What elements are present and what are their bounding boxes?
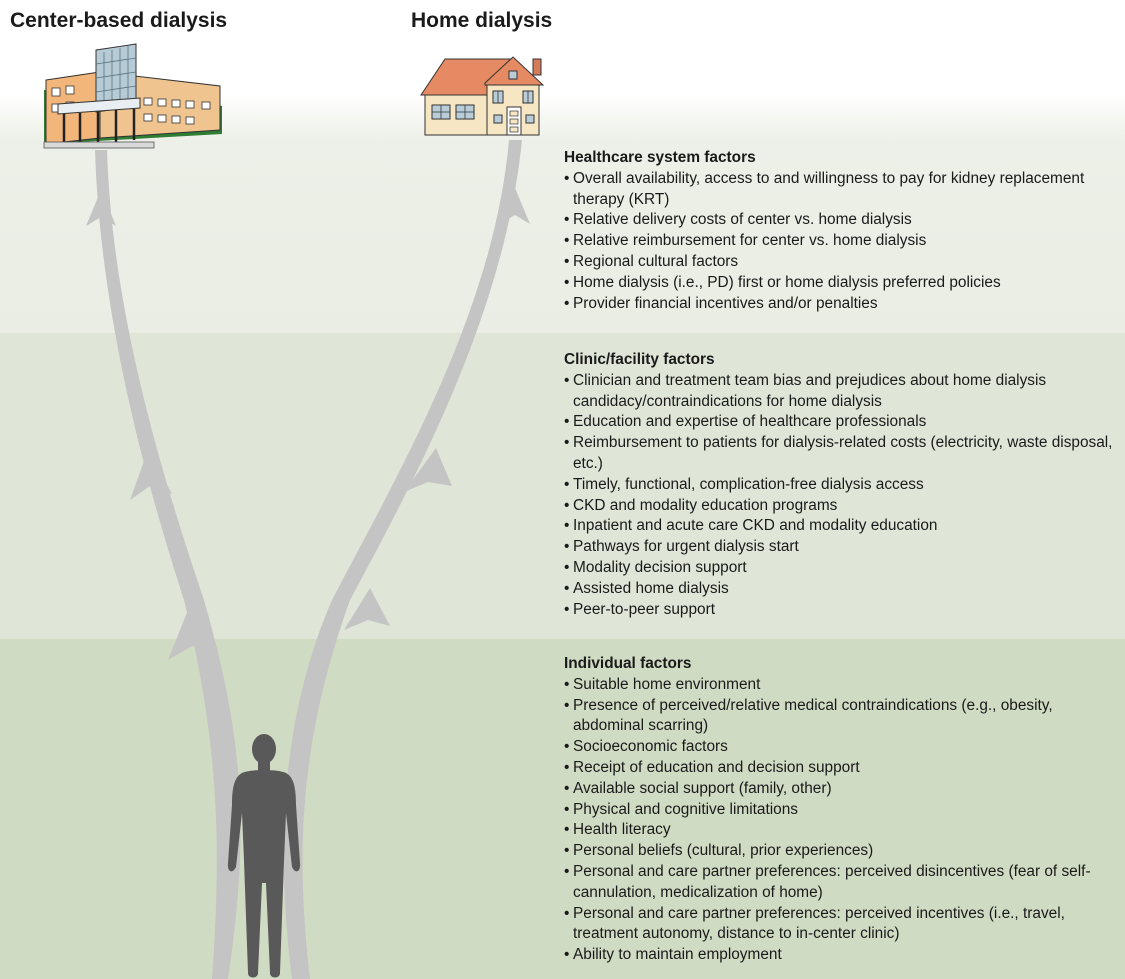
home-chevron-low: [344, 588, 390, 630]
factor-list: Clinician and treatment team bias and pr…: [564, 371, 1122, 621]
center-chevron-top: [86, 190, 116, 226]
factor-item: Receipt of education and decision suppor…: [564, 758, 1122, 779]
factor-item: Timely, functional, complication-free di…: [564, 475, 1122, 496]
healthcare-system-factors: Healthcare system factors Overall availa…: [564, 148, 1122, 314]
factor-item: Presence of perceived/relative medical c…: [564, 696, 1122, 738]
factor-item: Personal and care partner preferences: p…: [564, 904, 1122, 946]
factor-item: Personal beliefs (cultural, prior experi…: [564, 841, 1122, 862]
factor-group-title: Healthcare system factors: [564, 149, 756, 166]
home-chevron-top: [500, 188, 530, 224]
house-icon: [415, 55, 560, 142]
factor-item: Provider financial incentives and/or pen…: [564, 294, 1122, 315]
factor-list: Overall availability, access to and will…: [564, 169, 1122, 315]
factor-item: Relative delivery costs of center vs. ho…: [564, 210, 1122, 231]
factor-item: Ability to maintain employment: [564, 945, 1122, 966]
factor-list: Suitable home environment Presence of pe…: [564, 675, 1122, 966]
factor-item: Pathways for urgent dialysis start: [564, 537, 1122, 558]
home-chevron-mid: [404, 448, 452, 492]
factor-item: Health literacy: [564, 820, 1122, 841]
factor-item: Regional cultural factors: [564, 252, 1122, 273]
factor-item: Education and expertise of healthcare pr…: [564, 412, 1122, 433]
factor-item: Suitable home environment: [564, 675, 1122, 696]
factor-item: Inpatient and acute care CKD and modalit…: [564, 516, 1122, 537]
hospital-icon: [40, 42, 224, 157]
factor-group-title: Clinic/facility factors: [564, 351, 715, 368]
factor-item: Assisted home dialysis: [564, 579, 1122, 600]
factor-item: Clinician and treatment team bias and pr…: [564, 371, 1122, 413]
factor-item: Home dialysis (i.e., PD) first or home d…: [564, 273, 1122, 294]
factor-item: Peer-to-peer support: [564, 600, 1122, 621]
person-silhouette-icon: [226, 733, 302, 979]
home-path-arrow: [283, 140, 522, 979]
clinic-facility-factors: Clinic/facility factors Clinician and tr…: [564, 350, 1122, 620]
factor-item: Overall availability, access to and will…: [564, 169, 1122, 211]
factor-item: Physical and cognitive limitations: [564, 800, 1122, 821]
home-dialysis-heading: Home dialysis: [411, 9, 553, 32]
factor-item: Available social support (family, other): [564, 779, 1122, 800]
center-chevron-mid: [130, 450, 172, 500]
factor-item: Modality decision support: [564, 558, 1122, 579]
factor-item: Personal and care partner preferences: p…: [564, 862, 1122, 904]
factor-item: Reimbursement to patients for dialysis-r…: [564, 433, 1122, 475]
factor-item: Relative reimbursement for center vs. ho…: [564, 231, 1122, 252]
center-based-dialysis-heading: Center-based dialysis: [10, 9, 228, 32]
factor-item: Socioeconomic factors: [564, 737, 1122, 758]
factor-group-title: Individual factors: [564, 655, 692, 672]
individual-factors: Individual factors Suitable home environ…: [564, 654, 1122, 966]
center-chevron-low: [168, 610, 216, 660]
factor-item: CKD and modality education programs: [564, 496, 1122, 517]
center-path-arrow: [95, 150, 241, 979]
